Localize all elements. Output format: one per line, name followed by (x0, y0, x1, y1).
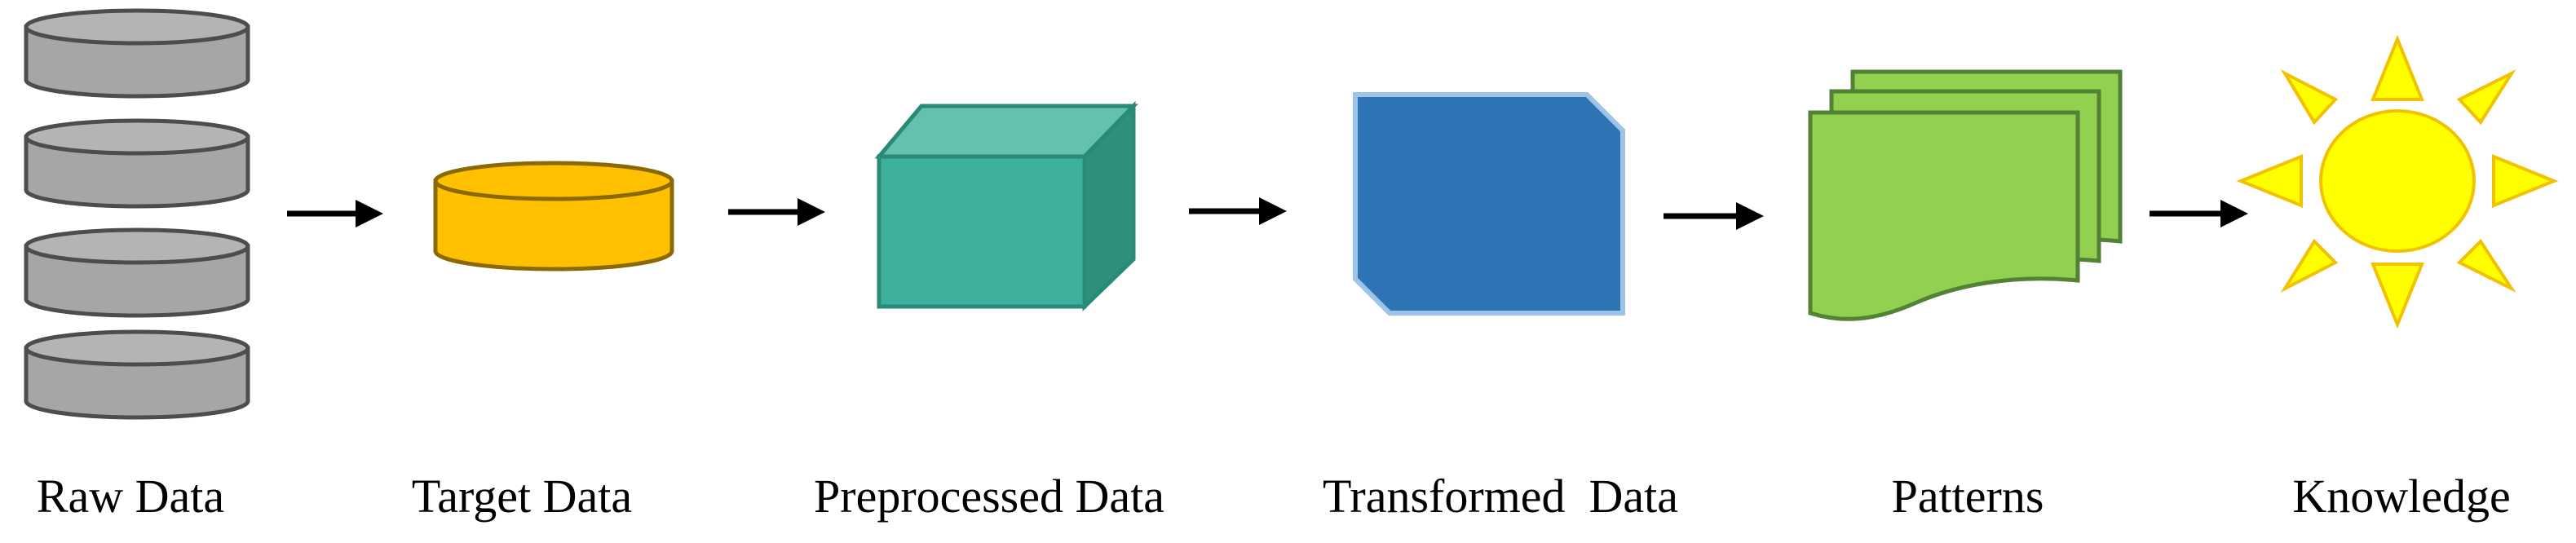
disk-3 (24, 227, 250, 318)
document-stack-icon (1808, 69, 2123, 321)
stage-label-knowledge: Knowledge (2292, 470, 2510, 523)
stage-label-transformed-data: Transformed Data (1323, 470, 1678, 523)
cube-icon (874, 100, 1138, 311)
arrow-3 (1189, 197, 1287, 225)
beveled-square-icon (1353, 92, 1625, 316)
stage-label-raw-data: Raw Data (37, 470, 224, 523)
stage-label-target-data: Target Data (412, 470, 632, 523)
disk-4 (24, 329, 250, 420)
arrow-5 (2150, 200, 2248, 227)
arrow-1 (287, 200, 383, 227)
stage-label-patterns: Patterns (1892, 470, 2044, 523)
disk-2 (24, 118, 250, 209)
arrow-4 (1664, 202, 1764, 230)
disk-1 (24, 8, 250, 99)
cylinder-icon (433, 161, 674, 272)
stage-label-preprocessed-data: Preprocessed Data (814, 470, 1164, 523)
database-stack-icon (24, 8, 250, 420)
arrow-2 (728, 198, 825, 226)
sun-icon (2236, 34, 2559, 329)
